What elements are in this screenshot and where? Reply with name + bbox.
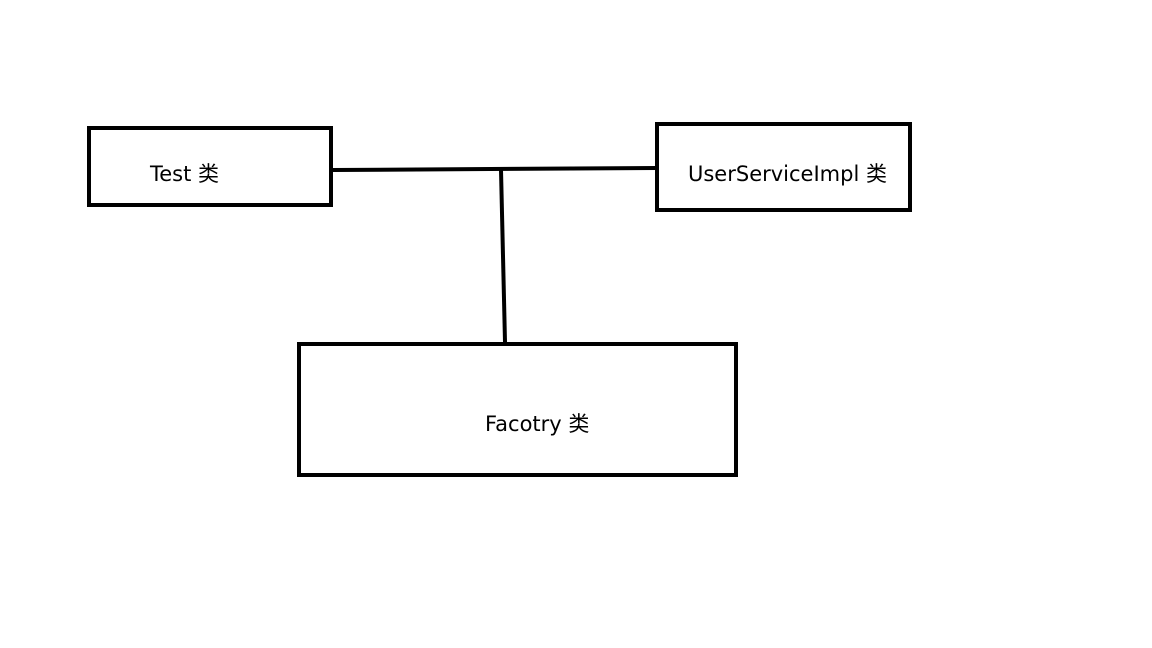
connector-factory-to-top (499, 169, 507, 343)
userserviceimpl-class-box (655, 122, 912, 212)
factory-class-label: Facotry 类 (485, 412, 590, 436)
test-class-box (87, 126, 333, 207)
factory-class-box (297, 342, 738, 477)
connector-test-to-impl (332, 166, 658, 172)
userserviceimpl-class-label: UserServiceImpl 类 (688, 162, 887, 186)
test-class-label: Test 类 (150, 162, 220, 186)
